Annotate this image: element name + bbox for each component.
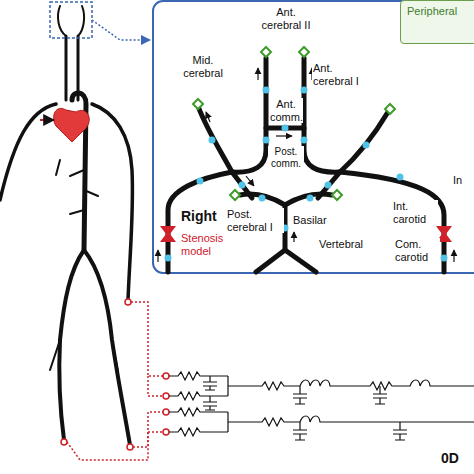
vessel-label: Ant. cerebral I <box>312 62 374 87</box>
model-label: 0D <box>440 450 460 466</box>
vessel-label: Mid. cerebral <box>176 54 230 79</box>
vessel-label: Post. cerebral I <box>226 208 284 233</box>
vessel-label: Vertebral <box>318 238 364 251</box>
vessel-label: Com. carotid <box>394 238 440 263</box>
node-text: Peripheral <box>401 1 474 18</box>
vessel-label: Int. carotid <box>392 200 438 225</box>
vessel-label: Ant. comm. <box>269 98 303 123</box>
vessel-label: Basilar <box>292 214 328 227</box>
vessel-label: Post. comm. <box>268 146 304 169</box>
vessel-label: In <box>452 174 463 187</box>
vessel-label: Ant. cerebral II <box>254 6 318 31</box>
stenosis-label: Stenosis model <box>180 232 230 257</box>
peripheral-box: Peripheral <box>400 0 474 44</box>
side-label: Right <box>180 208 218 224</box>
